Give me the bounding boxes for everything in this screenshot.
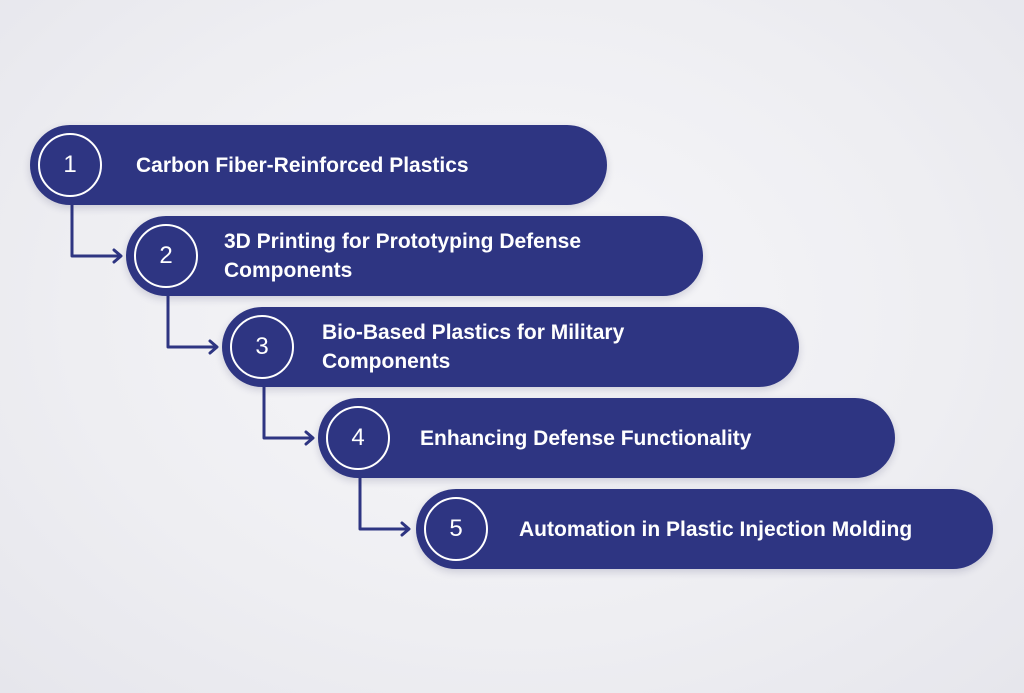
step-1: 1 Carbon Fiber-Reinforced Plastics [30, 125, 607, 205]
step-number-circle: 3 [230, 315, 294, 379]
connector-arrow-1-2 [70, 203, 123, 264]
step-label: Bio-Based Plastics for Military Componen… [322, 321, 625, 373]
step-number-circle: 4 [326, 406, 390, 470]
connector-arrow-4-5 [358, 476, 411, 537]
step-number-circle: 2 [134, 224, 198, 288]
step-3: 3 Bio-Based Plastics for Military Compon… [222, 307, 799, 387]
step-label: 3D Printing for Prototyping Defense Comp… [224, 230, 582, 282]
step-4: 4 Enhancing Defense Functionality [318, 398, 895, 478]
step-number-circle: 1 [38, 133, 102, 197]
step-label: Carbon Fiber-Reinforced Plastics [136, 153, 469, 177]
connector-arrow-3-4 [262, 385, 315, 446]
step-number-circle: 5 [424, 497, 488, 561]
step-5: 5 Automation in Plastic Injection Moldin… [416, 489, 993, 569]
connector-arrow-2-3 [166, 294, 219, 355]
step-label: Enhancing Defense Functionality [420, 426, 752, 450]
step-2: 2 3D Printing for Prototyping Defense Co… [126, 216, 703, 296]
step-label: Automation in Plastic Injection Molding [519, 517, 913, 541]
